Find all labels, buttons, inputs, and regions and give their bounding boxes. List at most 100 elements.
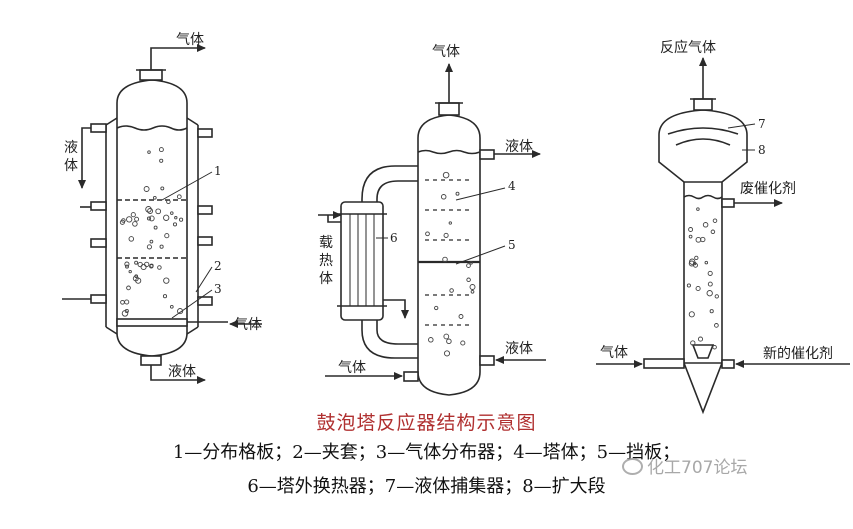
bubble	[442, 256, 448, 263]
bubble	[146, 244, 152, 250]
bubble	[443, 350, 451, 357]
watermark: 化工707论坛	[622, 453, 747, 478]
bubble	[709, 309, 714, 314]
bubble	[443, 333, 450, 340]
callout-2: 2	[214, 259, 222, 273]
r2-gas-in-label: 气体	[338, 360, 366, 376]
bubble	[440, 194, 447, 200]
bubble	[686, 283, 691, 288]
legend-line-1: 1—分布格板；2—夹套；3—气体分布器；4—塔体；5—挡板；	[172, 442, 681, 463]
bubble	[174, 216, 178, 220]
bubble	[455, 191, 460, 196]
bubble	[160, 186, 165, 191]
bubble	[134, 260, 139, 265]
bubble	[125, 264, 129, 269]
bubble	[688, 234, 693, 239]
bubble	[128, 236, 135, 242]
r1-liquid-label-bottom: 体	[64, 158, 78, 174]
bubble	[694, 255, 699, 261]
bubble	[707, 270, 713, 276]
bubble	[145, 206, 152, 213]
bubble	[428, 337, 434, 343]
r2-liquid-in-label: 液体	[505, 341, 533, 357]
bubble	[157, 265, 162, 270]
bubble	[443, 232, 449, 238]
bubble	[146, 216, 152, 221]
bubble	[446, 338, 452, 345]
bubble	[148, 215, 155, 222]
r1-gas-in-label: 气体	[234, 317, 262, 333]
bubble	[163, 214, 170, 221]
r1-liquid-label-top: 液	[64, 140, 78, 156]
bubble	[695, 285, 701, 292]
r2-gas-out-label: 气体	[432, 44, 460, 60]
r2-carrier-label-1: 载	[319, 235, 333, 251]
bubble	[130, 212, 136, 218]
bubble	[120, 299, 125, 305]
bubble	[707, 281, 713, 287]
bubble	[434, 305, 439, 311]
bubble	[700, 236, 706, 243]
r2-carrier-label-2: 热	[319, 253, 333, 269]
bubble	[124, 308, 129, 314]
callout-1: 1	[214, 164, 222, 178]
bubble	[149, 239, 154, 244]
bubble	[688, 227, 694, 232]
bubble	[124, 261, 130, 267]
bubble	[448, 221, 452, 225]
bubble	[132, 275, 139, 282]
bubble	[466, 263, 471, 268]
bubble	[690, 340, 696, 346]
bubble	[137, 261, 143, 268]
bubble	[126, 216, 133, 223]
bubble	[712, 344, 717, 350]
bubble	[696, 207, 700, 211]
bubble	[689, 258, 696, 265]
bubble	[425, 231, 430, 237]
bubble	[714, 323, 719, 328]
bubble	[169, 304, 174, 309]
bubble	[126, 285, 131, 291]
bubble	[704, 260, 709, 265]
r3-spent-catalyst-label: 废催化剂	[740, 181, 796, 197]
reactor-expanded-section	[596, 57, 850, 415]
bubble	[449, 288, 454, 293]
callout-4: 4	[508, 179, 516, 193]
callout-8: 8	[758, 143, 766, 157]
bubble	[158, 147, 164, 153]
bubble	[470, 289, 475, 294]
r3-gas-in-label: 气体	[600, 345, 628, 361]
bubble	[164, 233, 170, 239]
watermark-text: 化工707论坛	[647, 458, 748, 478]
bubble	[166, 199, 171, 205]
callout-7: 7	[758, 117, 766, 131]
r1-gas-out-label: 气体	[176, 32, 204, 48]
bubble	[179, 217, 184, 222]
wechat-logo-icon	[622, 458, 643, 475]
reactor-jacketed	[62, 44, 262, 384]
bubble	[119, 219, 125, 225]
bubble	[163, 277, 170, 284]
callout-3: 3	[214, 282, 222, 296]
diagram-labels: 气体 液 体 气体 液体 气体 液体 液体 气体 载 热 体 反应气体 废催化剂…	[64, 32, 833, 380]
r2-carrier-label-3: 体	[319, 271, 333, 287]
bubble	[695, 236, 702, 243]
r3-reaction-gas-label: 反应气体	[660, 39, 716, 56]
bubble	[162, 294, 168, 299]
r1-liquid-out-label: 液体	[168, 364, 196, 380]
bubble	[460, 340, 466, 346]
bubble	[153, 225, 158, 230]
r3-new-catalyst-label: 新的催化剂	[763, 346, 833, 362]
bubble	[159, 158, 164, 163]
bubble	[469, 261, 473, 265]
bubble	[152, 195, 157, 200]
bubble	[149, 264, 154, 269]
bubble	[132, 221, 138, 227]
callout-5: 5	[508, 238, 516, 252]
figure-title: 鼓泡塔反应器结构示意图	[316, 412, 537, 434]
bubble	[710, 229, 716, 235]
bubble	[177, 308, 184, 315]
bubble	[712, 218, 718, 223]
bubble	[442, 171, 450, 179]
